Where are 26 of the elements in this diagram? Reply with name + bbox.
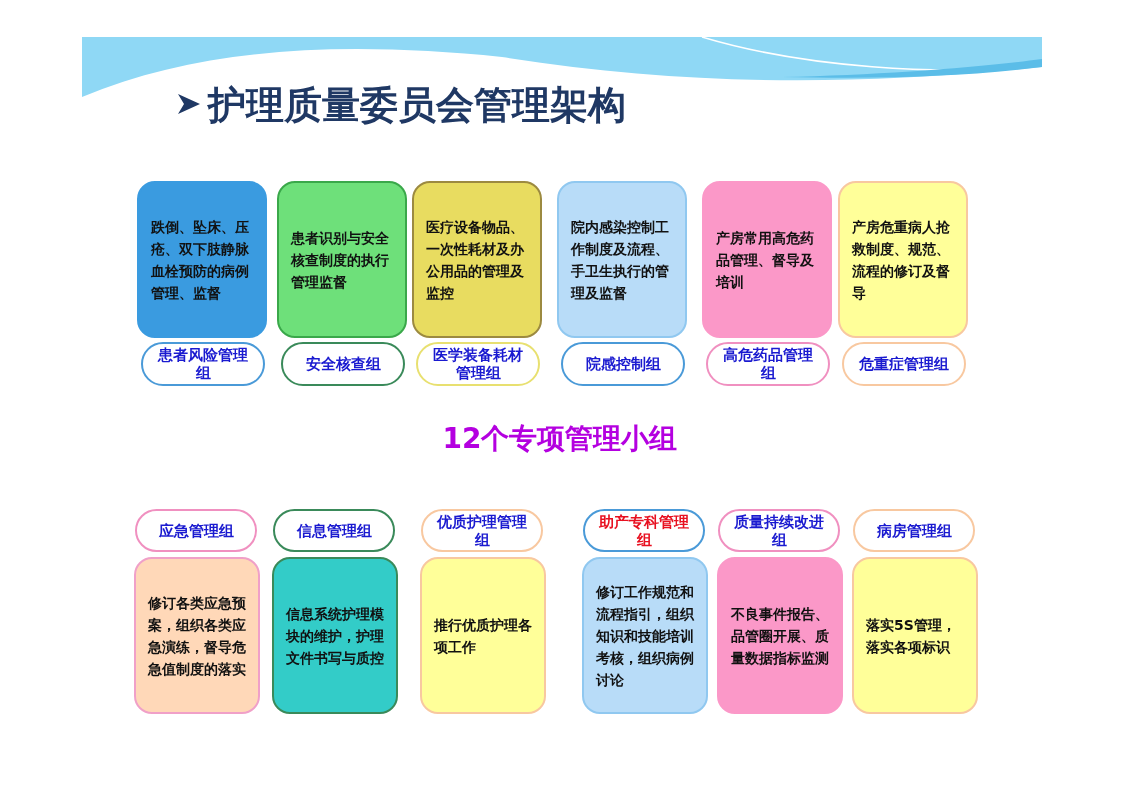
group-label: 危重症管理组 xyxy=(842,342,966,386)
task-box: 修订各类应急预案，组织各类应急演练，督导危急值制度的落实 xyxy=(134,557,260,714)
task-box: 推行优质护理各项工作 xyxy=(420,557,546,714)
group-label: 安全核查组 xyxy=(281,342,405,386)
task-box: 修订工作规范和流程指引，组织知识和技能培训考核，组织病例讨论 xyxy=(582,557,708,714)
task-box: 信息系统护理模块的维护，护理文件书写与质控 xyxy=(272,557,398,714)
task-box: 院内感染控制工作制度及流程、手卫生执行的管理及监督 xyxy=(557,181,687,338)
task-box: 跌倒、坠床、压疮、双下肢静脉血栓预防的病例管理、监督 xyxy=(137,181,267,338)
group-label: 信息管理组 xyxy=(273,509,395,552)
group-label: 优质护理管理组 xyxy=(421,509,543,552)
task-box: 落实5S管理，落实各项标识 xyxy=(852,557,978,714)
task-box: 不良事件报告、品管圈开展、质量数据指标监测 xyxy=(717,557,843,714)
group-label: 院感控制组 xyxy=(561,342,685,386)
task-box: 产房常用高危药品管理、督导及培训 xyxy=(702,181,832,338)
title: 护理质量委员会管理架构 xyxy=(208,81,626,129)
group-label: 病房管理组 xyxy=(853,509,975,552)
task-box: 医疗设备物品、一次性耗材及办公用品的管理及监控 xyxy=(412,181,542,338)
group-label: 患者风险管理组 xyxy=(141,342,265,386)
group-label: 医学装备耗材管理组 xyxy=(416,342,540,386)
task-box: 患者识别与安全核查制度的执行管理监督 xyxy=(277,181,407,338)
group-label: 质量持续改进组 xyxy=(718,509,840,552)
task-box: 产房危重病人抢救制度、规范、流程的修订及督导 xyxy=(838,181,968,338)
group-label: 助产专科管理组 xyxy=(583,509,705,552)
group-label: 高危药品管理组 xyxy=(706,342,830,386)
section-heading: 12个专项管理小组 xyxy=(441,421,679,457)
group-label: 应急管理组 xyxy=(135,509,257,552)
